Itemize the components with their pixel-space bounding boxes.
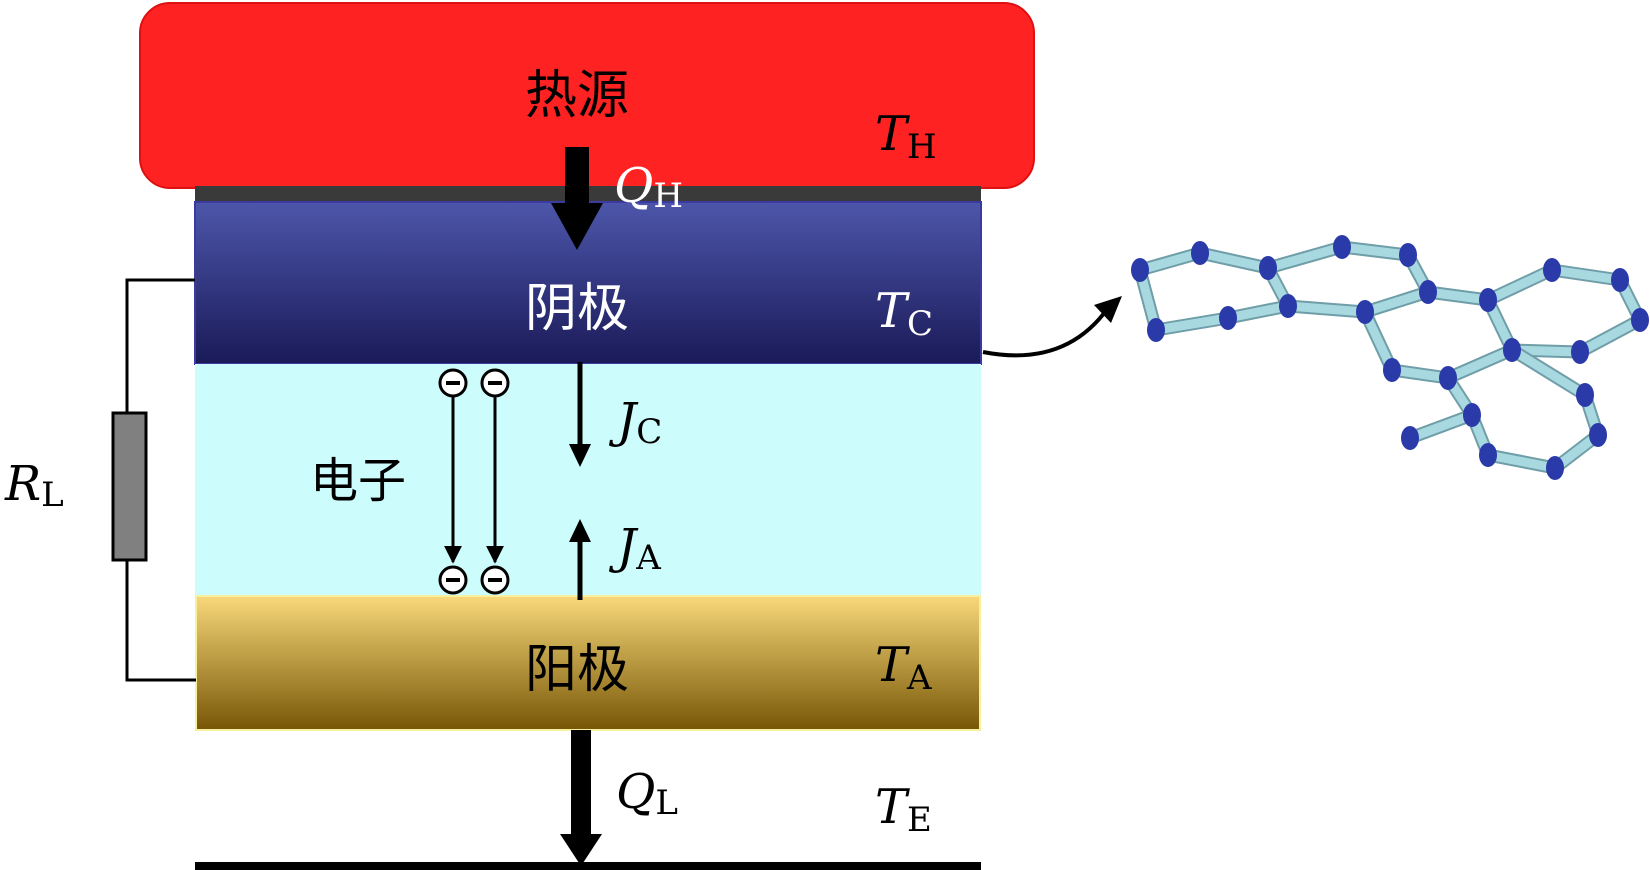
- molecule-atom: [1479, 288, 1497, 312]
- molecule-bond: [1135, 248, 1205, 275]
- molecule-bond: [1283, 301, 1370, 317]
- molecule-atom: [1479, 443, 1497, 467]
- molecule-bond: [1360, 287, 1433, 317]
- molecule-atom: [1546, 456, 1564, 480]
- molecule-bond: [1195, 248, 1273, 273]
- environment-temperature: TE: [875, 779, 932, 840]
- molecule-atom: [1399, 243, 1417, 267]
- molecule-atom: [1611, 268, 1629, 292]
- molecule-structure: [1131, 235, 1649, 480]
- molecule-atom: [1259, 256, 1277, 280]
- molecule-atom: [1356, 300, 1374, 324]
- heat-source-label: 热源: [525, 66, 629, 126]
- molecule-atom: [1279, 294, 1297, 318]
- anode-block: [195, 595, 981, 731]
- q-l-arrow: [560, 730, 602, 866]
- molecule-atom: [1576, 383, 1594, 407]
- molecule-bond: [1151, 313, 1233, 335]
- molecule-atom: [1401, 426, 1419, 450]
- zoom-arrow-head: [1094, 296, 1122, 323]
- j-a-arrow: [569, 519, 591, 600]
- external-circuit: [111, 278, 196, 682]
- molecule-bond: [1483, 450, 1560, 473]
- molecule-atom: [1631, 308, 1649, 332]
- zoom-arrow: [982, 306, 1110, 358]
- molecule-atom: [1503, 338, 1521, 362]
- q-h-arrow: [551, 147, 603, 250]
- molecule-atom: [1571, 340, 1589, 364]
- load-resistor-label: RL: [4, 456, 64, 515]
- anode-label: 阳极: [525, 640, 629, 700]
- electron-path-2: [480, 368, 510, 595]
- molecule-atom: [1463, 403, 1481, 427]
- molecule-bond: [1263, 242, 1347, 273]
- molecule-atom: [1191, 241, 1209, 265]
- molecule-atom: [1131, 258, 1149, 282]
- molecule-bond: [1423, 287, 1493, 305]
- molecule-bond: [1483, 265, 1557, 305]
- molecule-atom: [1439, 366, 1457, 390]
- molecule-bond: [1443, 345, 1517, 383]
- cathode-label: 阴极: [525, 279, 629, 339]
- molecule-atom: [1383, 358, 1401, 382]
- molecule-bond: [1223, 301, 1293, 323]
- heat-source-temperature: TH: [875, 106, 937, 167]
- load-resistor: [111, 411, 148, 562]
- molecule-bond: [1547, 265, 1625, 285]
- electron-label: 电子: [310, 453, 406, 509]
- molecule-atom: [1419, 280, 1437, 304]
- molecule-bond: [1575, 315, 1645, 357]
- j-a-label: JA: [608, 519, 661, 578]
- q-h-label: QH: [614, 158, 683, 216]
- molecule-atom: [1333, 235, 1351, 259]
- electron-gap: [195, 364, 981, 596]
- molecule-bond: [1387, 365, 1453, 383]
- molecule-bond: [1337, 242, 1413, 260]
- molecule-bond: [1507, 345, 1590, 400]
- molecule-atom: [1147, 318, 1165, 342]
- j-c-arrow: [569, 362, 591, 467]
- environment-baseline: [195, 862, 981, 870]
- cathode-temperature: TC: [875, 283, 933, 344]
- electron-path-1: [438, 368, 468, 595]
- anode-temperature: TA: [875, 637, 932, 698]
- molecule-atom: [1219, 306, 1237, 330]
- q-l-label: QL: [616, 764, 678, 823]
- molecule-atom: [1589, 423, 1607, 447]
- molecule-bond: [1405, 410, 1477, 443]
- molecule-atom: [1543, 258, 1561, 282]
